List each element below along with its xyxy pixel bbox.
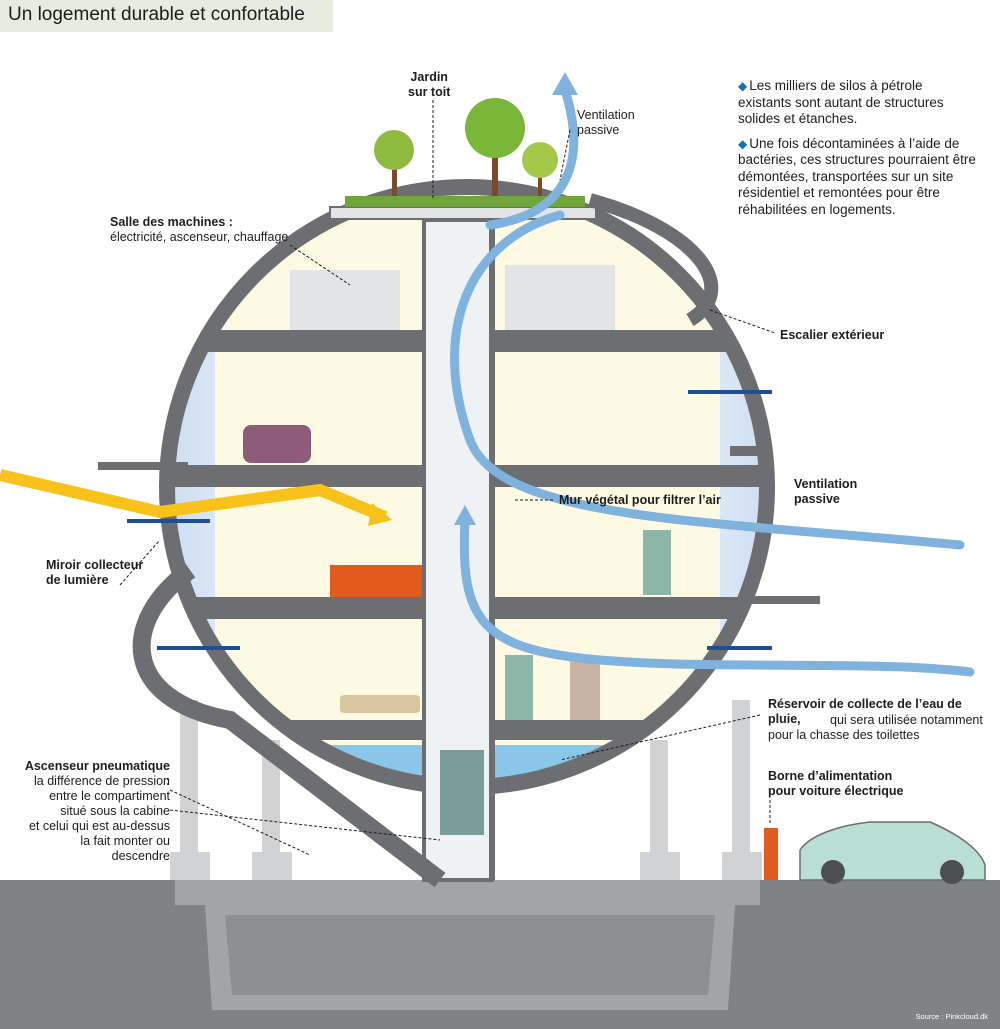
label-ventilation-top: Ventilation passive xyxy=(577,108,635,137)
diamond-icon: ◆ xyxy=(738,136,748,151)
label-reservoir-title: Réservoir de collecte de l’eau de pluie, xyxy=(768,697,962,726)
label-ascenseur-title: Ascenseur pneumatique : xyxy=(24,759,170,788)
elevator-cabin xyxy=(440,750,484,835)
bullet-item: ◆Une fois décontaminées à l’aide de bact… xyxy=(738,135,976,217)
page-title: Un logement durable et confortable xyxy=(8,4,305,25)
sunlight-ray xyxy=(0,469,388,523)
label-jardin: Jardin sur toit xyxy=(408,70,451,99)
label-reservoir-desc: qui sera utilisée notamment pour la chas… xyxy=(768,713,983,742)
label-miroir: Miroir collecteur de lumière xyxy=(46,558,144,587)
charging-station xyxy=(764,828,778,880)
label-mur: Mur végétal pour filtrer l’air xyxy=(559,493,721,507)
label-ascenseur-desc: la différence de pression entre le compa… xyxy=(28,774,170,863)
source-note: Source : Pinkcloud.dk xyxy=(915,1012,988,1021)
label-escalier: Escalier extérieur xyxy=(780,328,885,342)
bullet-list: ◆Les milliers de silos à pétrole existan… xyxy=(738,78,978,226)
bullet-item: ◆Les milliers de silos à pétrole existan… xyxy=(738,78,944,126)
electric-car xyxy=(799,821,986,881)
exterior-stair-top xyxy=(588,193,719,326)
roof-trees xyxy=(345,98,585,207)
diamond-icon: ◆ xyxy=(738,79,748,93)
label-ventilation-right: Ventilation passive xyxy=(794,477,858,506)
balconies xyxy=(98,446,820,604)
light-mirrors xyxy=(127,390,772,650)
label-borne: Borne d’alimentation pour voiture électr… xyxy=(768,769,904,798)
leader-lines xyxy=(119,100,776,856)
title-band xyxy=(0,0,333,32)
label-salle-title: Salle des machines : xyxy=(110,215,233,229)
foundation-inner xyxy=(225,915,715,995)
pillars xyxy=(170,700,762,880)
label-salle-desc: électricité, ascenseur, chauffage xyxy=(110,230,289,244)
air-flows xyxy=(450,85,975,677)
exterior-stair-bottom xyxy=(132,562,446,888)
